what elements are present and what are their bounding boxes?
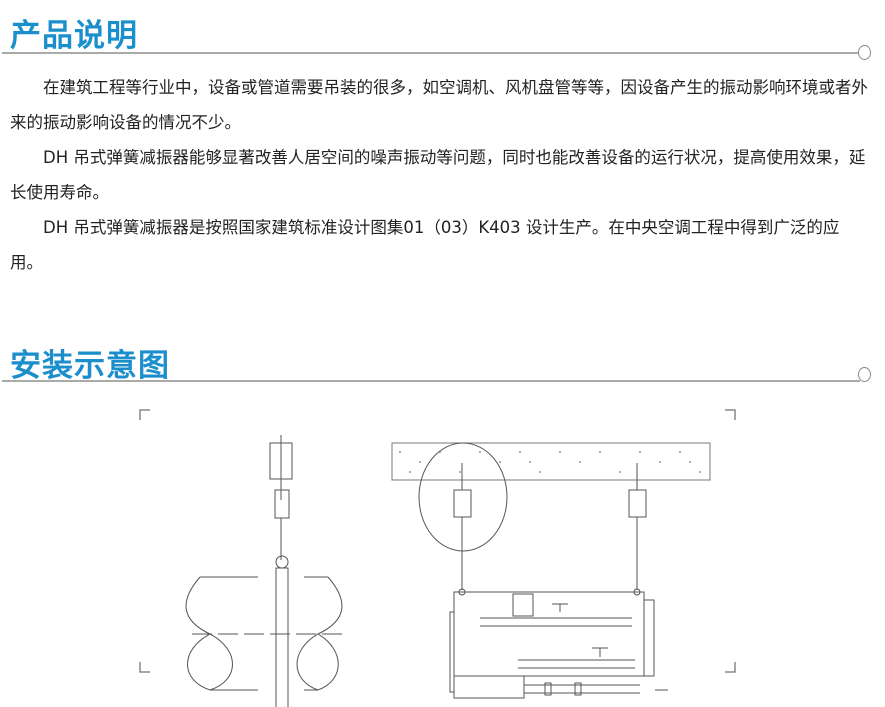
pipe-hanger-side-view <box>185 435 343 707</box>
section-divider <box>2 52 860 54</box>
paragraph: DH 吊式弹簧减振器能够显著改善人居空间的噪声振动等问题，同时也能改善设备的运行… <box>10 148 866 202</box>
divider-ring-icon <box>858 367 871 382</box>
product-description: 在建筑工程等行业中，设备或管道需要吊装的很多，如空调机、风机盘管等等，因设备产生… <box>10 70 870 280</box>
section-divider <box>2 380 860 382</box>
section-title-installation-diagram: 安装示意图 <box>10 348 170 384</box>
section-title-product-description: 产品说明 <box>10 18 138 54</box>
frame-corners <box>139 409 736 673</box>
paragraph: DH 吊式弹簧减振器是按照国家建筑标准设计图集01（03）K403 设计生产。在… <box>10 218 840 272</box>
divider-ring-icon <box>858 45 871 60</box>
equipment-hanger-front-view <box>391 442 711 699</box>
paragraph: 在建筑工程等行业中，设备或管道需要吊装的很多，如空调机、风机盘管等等，因设备产生… <box>10 78 868 132</box>
